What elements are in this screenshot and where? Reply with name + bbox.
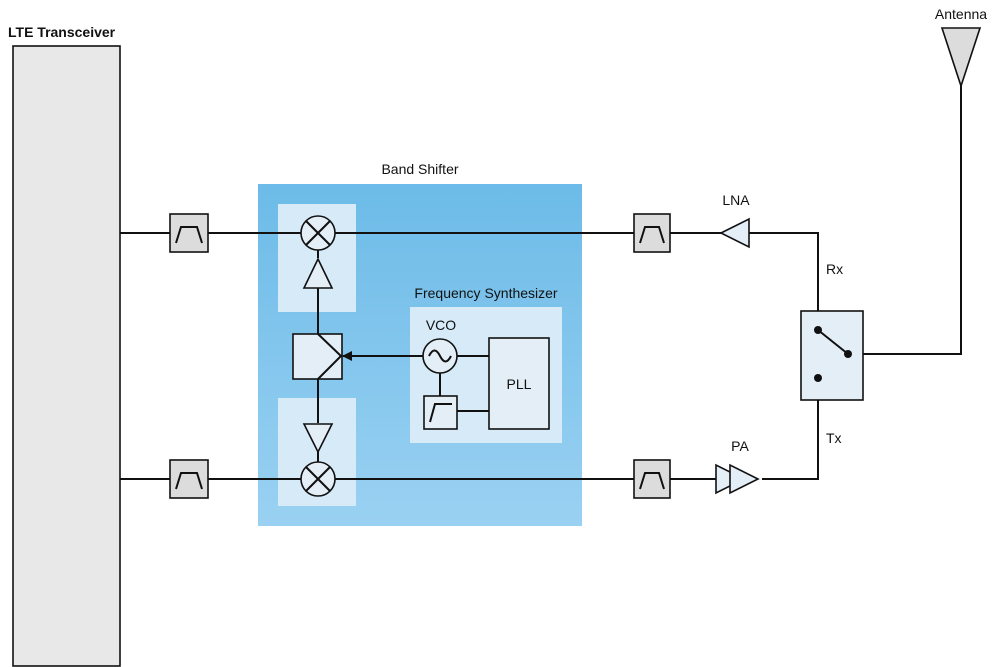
pll-label: PLL (507, 376, 532, 392)
rx-filter-right (633, 213, 671, 253)
lo-splitter-icon (292, 333, 343, 380)
rx-lo-buffer-icon (302, 257, 334, 289)
rx-filter-left (169, 213, 209, 253)
freq-synth-label: Frequency Synthesizer (414, 285, 558, 301)
vco-label: VCO (426, 317, 456, 333)
tx-filter-left (169, 459, 209, 499)
tx-filter-right (633, 459, 671, 499)
antenna-label: Antenna (935, 6, 987, 22)
lna-icon (719, 217, 750, 249)
transceiver-label: LTE Transceiver (8, 24, 116, 40)
band-shifter-label: Band Shifter (381, 161, 458, 177)
tx-lo-buffer-icon (302, 423, 334, 454)
antenna-icon (940, 27, 982, 89)
lna-label: LNA (722, 192, 750, 208)
rx-label: Rx (826, 261, 843, 277)
vco-icon (422, 338, 458, 374)
rx-mixer-icon (300, 215, 336, 251)
tx-mixer-icon (300, 461, 336, 497)
loop-filter-icon (423, 395, 458, 430)
tx-label: Tx (826, 430, 842, 446)
pa-icon (715, 463, 760, 495)
pa-label: PA (731, 438, 749, 454)
pll-block (488, 337, 550, 430)
rx-tx-switch (800, 310, 864, 401)
lte-transceiver-block (12, 45, 121, 667)
